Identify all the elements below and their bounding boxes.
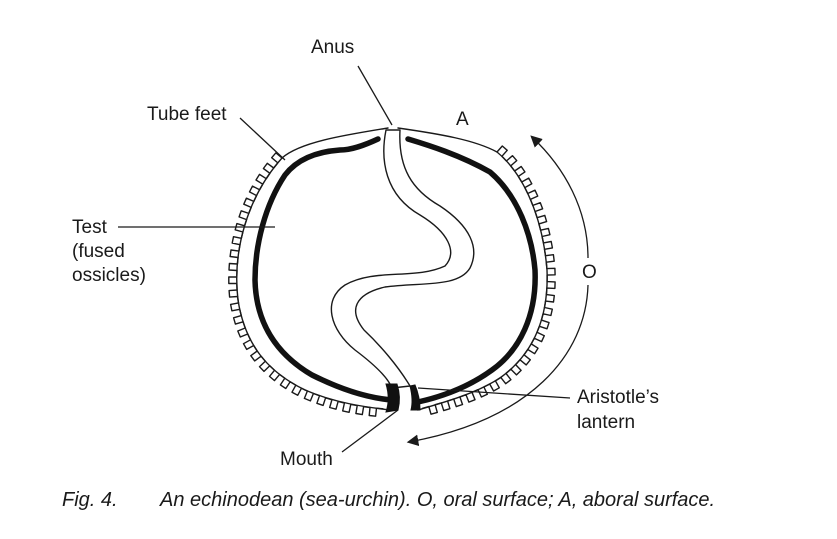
test-wall-left xyxy=(252,136,395,403)
caption-number: Fig. 4. xyxy=(62,489,118,511)
caption-text: An echinodean (sea-urchin). O, oral surf… xyxy=(159,489,715,511)
lantern-leader xyxy=(417,387,571,399)
label-oral: O xyxy=(582,262,597,283)
label-lantern-2: lantern xyxy=(577,412,635,433)
label-tube-feet: Tube feet xyxy=(147,104,227,125)
gut xyxy=(330,129,475,389)
mouth-leader xyxy=(341,409,399,453)
label-anus: Anus xyxy=(311,37,354,58)
oral-arrow-lower xyxy=(406,284,589,447)
body-outline-right xyxy=(397,127,548,411)
label-lantern-1: Aristotle’s xyxy=(577,387,659,408)
test-wall-right xyxy=(405,136,538,405)
label-test-3: ossicles) xyxy=(72,265,146,286)
aristotles-lantern-right xyxy=(409,384,421,411)
tube-feet-edge xyxy=(228,152,384,417)
anus-leader xyxy=(357,65,393,126)
tube-feet-leader xyxy=(239,117,286,161)
oral-arrow-upper xyxy=(530,135,589,259)
label-test-1: Test xyxy=(72,217,108,238)
label-test-2: (fused xyxy=(72,241,125,262)
label-aboral: A xyxy=(456,109,469,130)
aristotles-lantern-left xyxy=(385,383,400,413)
label-mouth: Mouth xyxy=(280,449,333,470)
